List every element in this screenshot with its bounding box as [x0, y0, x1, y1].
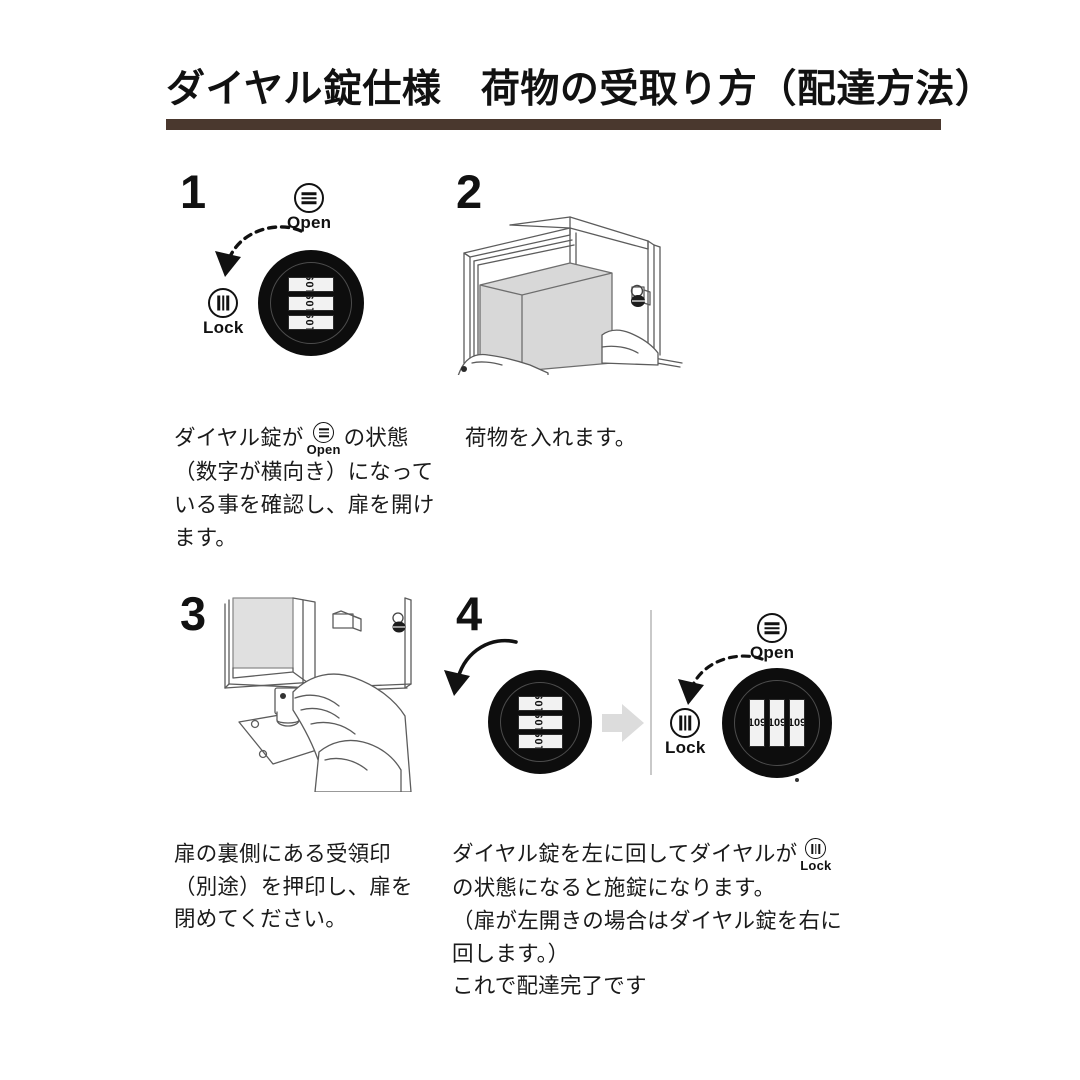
- lock-badge-step4: Lock: [665, 708, 705, 756]
- step-4-caption-line-3: （扉が左開きの場合はダイヤル錠を右に: [452, 909, 842, 933]
- step-1-caption-line-5: ます。: [174, 525, 237, 550]
- step-3-caption: 扉の裏側にある受領印 （別途）を押印し、扉を 閉めてください。: [174, 838, 474, 936]
- lock-badge-label: Lock: [800, 858, 832, 874]
- dial-wheel-window: 109: [288, 295, 334, 311]
- dial-lock-locked-step4: 109 109 109: [722, 668, 832, 778]
- lock-icon: [805, 838, 827, 860]
- lock-icon: [670, 708, 701, 738]
- illustration-stamping-receipt: [215, 592, 455, 792]
- open-badge-label: Open: [287, 213, 332, 232]
- step-4-number: 4: [456, 587, 483, 640]
- step-1-caption-line-2: の状態: [343, 426, 409, 450]
- lock-badge-label: Lock: [203, 318, 244, 337]
- lock-badge-inline-step4: Lock: [800, 838, 831, 872]
- dial-wheel-window: 109: [288, 276, 334, 292]
- step-1-caption-line-1: ダイヤル錠が: [174, 426, 304, 450]
- lock-badge-label: Lock: [665, 738, 706, 757]
- step-4-caption-line-5: これで配達完了です: [452, 974, 647, 999]
- rotate-left-arrow-step4: [444, 638, 518, 696]
- dial-lock-open-step1: 109 109 109: [258, 250, 364, 356]
- open-badge-step4: Open: [750, 613, 794, 661]
- open-badge-inline-step1: Open: [307, 422, 341, 456]
- open-icon: [313, 422, 335, 444]
- step-1-number: 1: [180, 165, 207, 218]
- door-lock-knob-step3: [392, 612, 406, 633]
- page-title-block: ダイヤル錠仕様 荷物の受取り方（配達方法）: [166, 68, 995, 130]
- step-3-number: 3: [180, 587, 207, 640]
- title-underline-bar: [166, 118, 941, 130]
- dial-wheels-horizontal: 109 109 109: [517, 694, 563, 751]
- lock-icon: [208, 288, 239, 318]
- open-badge-label: Open: [750, 643, 795, 662]
- dial-wheels-horizontal: 109 109 109: [288, 275, 334, 332]
- lock-badge-step1: Lock: [203, 288, 243, 336]
- dial-wheel-window: 109: [749, 699, 765, 747]
- step-1-caption-line-3: （数字が横向き）になって: [174, 460, 434, 485]
- step-2-number: 2: [456, 165, 483, 218]
- step-3-caption-line-2: （別途）を押印し、扉を: [174, 874, 413, 899]
- dial-inner-ring: [734, 680, 820, 766]
- dial-wheel-window: 109: [517, 714, 563, 730]
- dial-inner-ring: [500, 682, 580, 762]
- dial-inner-ring: [270, 262, 352, 344]
- dial-wheel-window: 109: [789, 699, 805, 747]
- step-4-caption-line-1: ダイヤル錠を左に回してダイヤルが: [452, 842, 798, 866]
- door-lock-knob: [630, 284, 645, 307]
- open-icon: [757, 613, 788, 643]
- panel-divider: [650, 610, 652, 775]
- dial-wheel-window: 109: [288, 314, 334, 330]
- step-2-caption: 荷物を入れます。: [465, 422, 765, 455]
- dashed-rotate-arrow-step4: [678, 654, 764, 705]
- illustration-parcel-into-box: [452, 195, 722, 375]
- dashed-rotate-arrow-step1: [215, 225, 303, 277]
- open-badge-label: Open: [306, 442, 341, 458]
- dial-wheel-window: 109: [517, 733, 563, 749]
- step-1-caption-line-4: いる事を確認し、扉を開け: [174, 493, 435, 517]
- step-2-caption-line-1: 荷物を入れます。: [465, 426, 637, 450]
- step-3-caption-line-3: 閉めてください。: [174, 907, 347, 932]
- dial-index-dot: [795, 778, 799, 782]
- parcel: [479, 262, 613, 372]
- transition-arrow-icon: [602, 704, 644, 742]
- page-title: ダイヤル錠仕様 荷物の受取り方（配達方法）: [166, 68, 995, 111]
- step-4-caption-line-4: 回します。）: [452, 941, 570, 966]
- dial-lock-open-step4: 109 109 109: [488, 670, 592, 774]
- step-3-caption-line-1: 扉の裏側にある受領印: [174, 842, 392, 866]
- open-badge-step1: Open: [287, 183, 331, 231]
- dial-wheels-vertical: 109 109 109: [747, 699, 807, 747]
- step-4-caption-line-2: の状態になると施錠になります。: [452, 876, 776, 901]
- open-icon: [294, 183, 325, 213]
- dial-wheel-window: 109: [769, 699, 785, 747]
- dial-wheel-window: 109: [517, 695, 563, 711]
